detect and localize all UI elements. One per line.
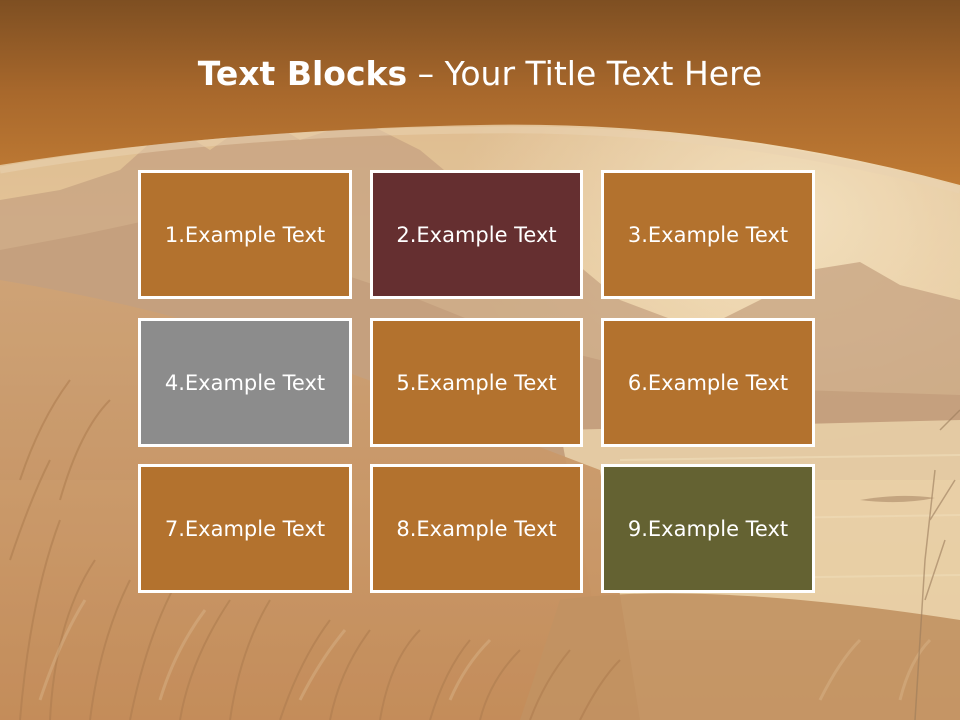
text-block-9[interactable]: 9.Example Text (601, 464, 815, 593)
text-block-6[interactable]: 6.Example Text (601, 318, 815, 447)
text-block-label: 1.Example Text (164, 222, 326, 247)
text-block-8[interactable]: 8.Example Text (370, 464, 583, 593)
text-block-label: 2.Example Text (396, 222, 557, 247)
slide-title-bold: Text Blocks (197, 54, 408, 93)
text-block-7[interactable]: 7.Example Text (138, 464, 352, 593)
text-block-2[interactable]: 2.Example Text (370, 170, 583, 299)
text-block-label: 7.Example Text (164, 516, 326, 541)
text-block-3[interactable]: 3.Example Text (601, 170, 815, 299)
slide-title: Text Blocks – Your Title Text Here (0, 52, 960, 96)
text-block-label: 4.Example Text (164, 370, 326, 395)
slide-title-subtitle: – Your Title Text Here (407, 54, 763, 93)
text-block-4[interactable]: 4.Example Text (138, 318, 352, 447)
text-block-label: 8.Example Text (396, 516, 557, 541)
text-block-label: 3.Example Text (627, 222, 789, 247)
text-block-5[interactable]: 5.Example Text (370, 318, 583, 447)
text-block-label: 5.Example Text (396, 370, 557, 395)
text-block-label: 6.Example Text (627, 370, 789, 395)
text-block-1[interactable]: 1.Example Text (138, 170, 352, 299)
text-block-label: 9.Example Text (627, 516, 789, 541)
